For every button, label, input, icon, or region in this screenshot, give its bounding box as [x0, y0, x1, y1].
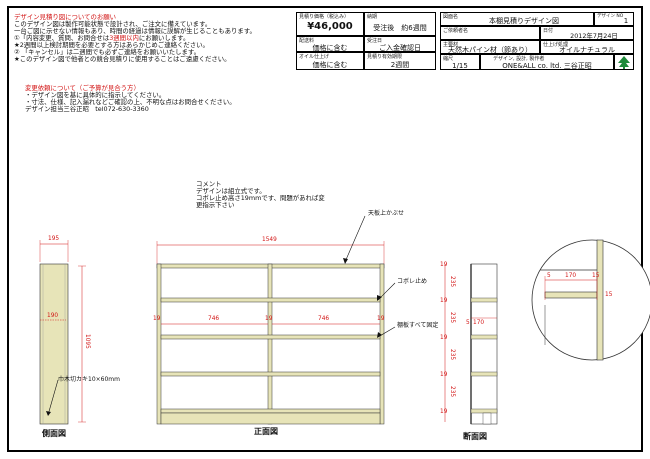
date-label: 日付 — [543, 28, 554, 34]
notice-line: ★2週間以上検討期間を必要とする方はあらかじめご連絡ください。 — [14, 41, 209, 49]
drawing-name-label: 図面名 — [443, 14, 459, 20]
detail-edge-dimension: 5 — [547, 273, 551, 279]
section-stack-dimension: 235 — [449, 349, 455, 361]
drawing-name-value: 本棚見積りデザイン図 — [489, 17, 559, 25]
comments-line: 更指示下さい — [196, 201, 235, 209]
top-flush-callout: 天板上かぶせ — [368, 210, 405, 217]
leadtime-cell: 納期 受注後 約6週間 — [364, 12, 436, 36]
drawing-name-cell: 図面名 本棚見積りデザイン図 — [440, 12, 594, 26]
date-value: 2012年7月24日 — [570, 32, 618, 40]
leadtime-value: 受注後 約6週間 — [373, 24, 427, 32]
delivery-cell: 配送料 価格に含む — [296, 36, 364, 52]
price-value: ¥46,000 — [307, 21, 353, 32]
lip-callout: コボレ止め — [397, 278, 428, 285]
customer-cell: ご依頼者名 — [440, 26, 540, 40]
notice-line: このデザイン図は製作可能状態で設計され、ご注文に備えています。 — [14, 20, 212, 28]
notice-highlight: 3週間以内 — [109, 34, 139, 42]
designer-contact: デザイン担当三谷正昭 tel072-630-3360 — [25, 105, 149, 113]
leadtime-label: 納期 — [367, 14, 378, 20]
comments-line: デザインは組立式です。 — [196, 187, 266, 195]
design-no-label: デザイン NO — [597, 14, 624, 19]
notice-line: ①「内容変更、質問、お問合せは3週間以内にお願いします。 — [14, 34, 190, 42]
base-cutout-callout: 巾木切カキ10×60mm — [58, 376, 120, 383]
section-edge-dimension: 5 — [466, 320, 470, 326]
oil-label: オイル仕上げ — [299, 54, 330, 60]
validity-value: 2週間 — [390, 61, 410, 69]
finish-value: オイルナチュラル — [559, 46, 615, 54]
material-cell: 主要材 天然木パイン材（節あり） — [440, 40, 540, 54]
start-label: 受注日 — [367, 38, 383, 44]
side-height-dimension: 1095 — [84, 334, 90, 349]
section-stack-dimension: 235 — [449, 276, 455, 288]
side-view-label: 側面図 — [42, 429, 66, 438]
notice-line: ★このデザイン図で他者との競合見積りに使用することはご遠慮ください。 — [14, 55, 231, 63]
detail-board-dimension: 15 — [605, 292, 613, 298]
material-label: 主要材 — [443, 42, 459, 48]
validity-label: 見積り有効期限 — [367, 54, 403, 60]
scale-cell: 縮尺 1/15 — [440, 54, 480, 70]
maker-cell: デザイン, 設計, 製作者 ONE&ALL co. ltd. 三谷正昭 — [480, 54, 614, 70]
section-width-dimension: 170 — [473, 320, 485, 326]
drawing-frame — [7, 6, 643, 452]
start-cell: 受注日 ご入金確認日 — [364, 36, 436, 52]
date-cell: 日付 2012年7月24日 — [540, 26, 634, 40]
section-stack-dimension: 235 — [449, 312, 455, 324]
oil-cell: オイル仕上げ 価格に含む — [296, 52, 364, 70]
delivery-value: 価格に含む — [312, 44, 348, 52]
price-label: 見積り価格（税込み） — [299, 14, 350, 20]
price-cell: 見積り価格（税込み） ¥46,000 — [296, 12, 364, 36]
front-board-dimension: 19 — [265, 316, 273, 322]
detail-width-dimension: 170 — [565, 273, 577, 279]
front-board-dimension: 19 — [377, 316, 385, 322]
detail-board-dimension: 15 — [592, 273, 600, 279]
section-stack-dimension: 19 — [440, 298, 448, 304]
maker-value: ONE&ALL co. ltd. 三谷正昭 — [502, 62, 592, 70]
front-bay-right-dimension: 746 — [318, 316, 330, 322]
scale-value: 1/15 — [452, 62, 468, 70]
material-value: 天然木パイン材（節あり） — [448, 46, 532, 54]
logo-cell — [614, 54, 634, 70]
validity-cell: 見積り有効期限 2週間 — [364, 52, 436, 70]
shelves-fixed-callout: 棚板すべて固定 — [397, 322, 439, 329]
change-request-line: ・デザイン図を基に具体的に指示してください。 — [25, 91, 166, 99]
tree-logo-icon — [618, 56, 630, 69]
comments-line: コボレ止め高さ19mmです、問題があれば変 — [196, 194, 325, 202]
side-inner-dimension: 190 — [47, 313, 59, 319]
notice-line: ② 「キャンセル」は二週間でも必ずご連絡をお願いいたします。 — [14, 48, 201, 56]
front-bay-left-dimension: 746 — [208, 316, 220, 322]
scale-label: 縮尺 — [443, 56, 454, 62]
section-stack-dimension: 19 — [440, 335, 448, 341]
side-width-dimension: 195 — [48, 236, 60, 242]
notice-title: デザイン見積り図についてのお願い — [14, 13, 117, 21]
start-value: ご入金確認日 — [379, 44, 421, 52]
section-stack-dimension: 235 — [449, 386, 455, 398]
finish-label: 仕上げ処理 — [543, 42, 569, 48]
design-no-cell: デザイン NO 1 — [594, 12, 634, 26]
notice-line: 一台ご図に示せない情報もあり、時間の経過は情報に誤解が生じることもあります。 — [14, 27, 256, 35]
front-width-dimension: 1549 — [262, 237, 277, 243]
section-stack-dimension: 19 — [440, 372, 448, 378]
design-no-value: 1 — [623, 17, 629, 25]
section-view-label: 断面図 — [463, 432, 487, 441]
comments-title: コメント — [196, 180, 222, 188]
front-board-dimension: 19 — [153, 316, 161, 322]
change-request-title: 変更依頼について（ご予算が見合う方） — [25, 84, 140, 92]
section-stack-dimension: 19 — [440, 262, 448, 268]
delivery-label: 配送料 — [299, 38, 315, 44]
change-request-line: ・寸法、仕様、記入漏れなどご確認の上、不明な点はお問合せください。 — [25, 98, 236, 106]
section-stack-dimension: 19 — [440, 409, 448, 415]
oil-value: 価格に含む — [312, 61, 348, 69]
maker-label: デザイン, 設計, 製作者 — [493, 56, 545, 62]
finish-cell: 仕上げ処理 オイルナチュラル — [540, 40, 634, 54]
customer-label: ご依頼者名 — [443, 28, 469, 34]
front-view-label: 正面図 — [254, 427, 278, 436]
